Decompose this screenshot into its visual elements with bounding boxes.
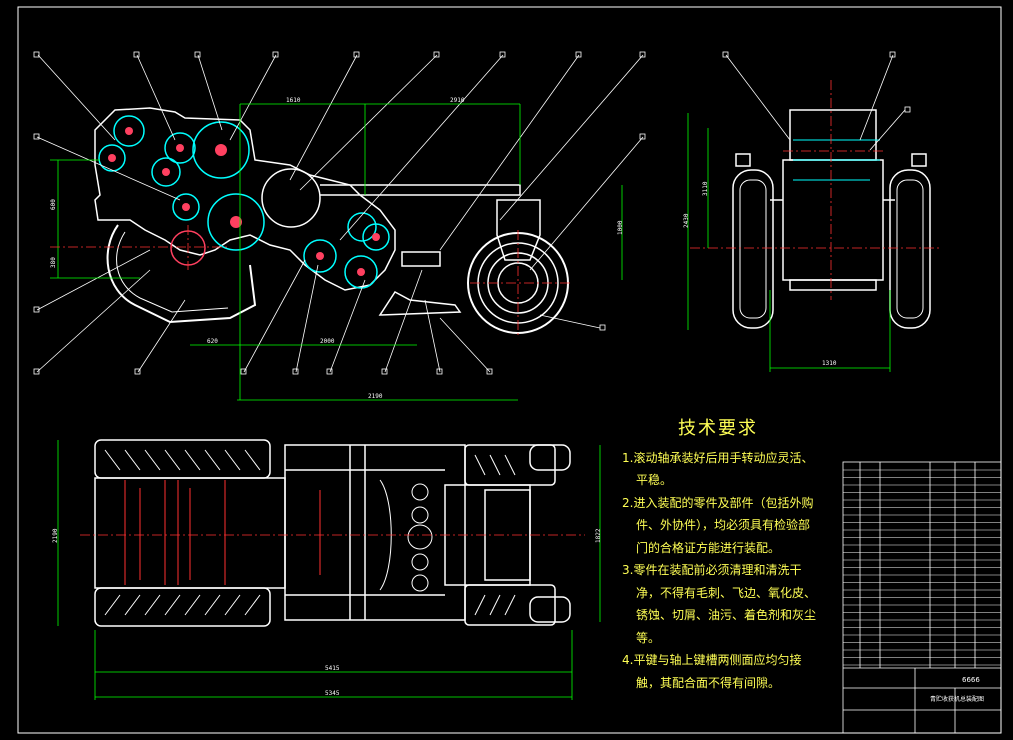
dimension-text: 1000 xyxy=(617,220,624,235)
side-view-dims xyxy=(687,113,891,372)
parts-list-rows xyxy=(843,469,1001,666)
dimension-text: 5415 xyxy=(325,665,340,672)
drawing-code: 6666 xyxy=(962,676,980,684)
dimension-text: 600 xyxy=(50,199,57,210)
dimension-text: 380 xyxy=(50,257,57,268)
side-view-leaders xyxy=(722,51,911,151)
drawing-frame xyxy=(17,6,1002,734)
dimension-text: 1610 xyxy=(286,97,301,104)
dimension-text: 5345 xyxy=(325,690,340,697)
dimension-text: 3110 xyxy=(702,181,709,196)
side-view-center xyxy=(690,80,940,300)
side-view xyxy=(732,109,931,329)
dimension-text: 620 xyxy=(207,338,218,345)
center-lines xyxy=(50,225,570,335)
side-view-teeth xyxy=(793,139,880,181)
requirement-item: 1.滚动轴承装好后用手转动应灵活、平稳。 xyxy=(622,450,814,488)
part-labels xyxy=(33,51,646,375)
dimension-lines xyxy=(50,103,623,401)
requirement-item: 3.零件在装配前必须清理和清洗干净，不得有毛刺、飞边、氧化皮、锈蚀、切屑、油污、… xyxy=(622,563,817,645)
leader-lines xyxy=(36,54,644,373)
top-view-discs xyxy=(379,479,433,592)
requirement-item: 4.平键与轴上键槽两侧面应均匀接触，其配合面不得有间隙。 xyxy=(622,653,802,690)
dimension-text: 2000 xyxy=(320,338,335,345)
top-view-dims xyxy=(57,440,601,700)
dimension-text: 2190 xyxy=(52,528,59,543)
dimension-text: 2430 xyxy=(683,213,690,228)
drawing-name: 青贮收获机总装配图 xyxy=(930,696,985,703)
top-view-rollers xyxy=(124,480,321,585)
dimension-text: 1310 xyxy=(822,360,837,367)
requirement-item: 2.进入装配的零件及部件（包括外购件、外协件），均必须具有检验部门的合格证方能进… xyxy=(622,495,814,555)
technical-requirements: 技术要求 1.滚动轴承装好后用手转动应灵活、平稳。 2.进入装配的零件及部件（包… xyxy=(618,418,818,694)
dimension-text: 2190 xyxy=(368,393,383,400)
technical-requirements-title: 技术要求 xyxy=(678,418,758,439)
dimension-text: 2910 xyxy=(450,97,465,104)
front-view xyxy=(94,107,569,334)
rotor-hubs xyxy=(108,127,380,276)
dimension-text: 1822 xyxy=(595,528,602,543)
top-view-tracks xyxy=(104,449,516,616)
